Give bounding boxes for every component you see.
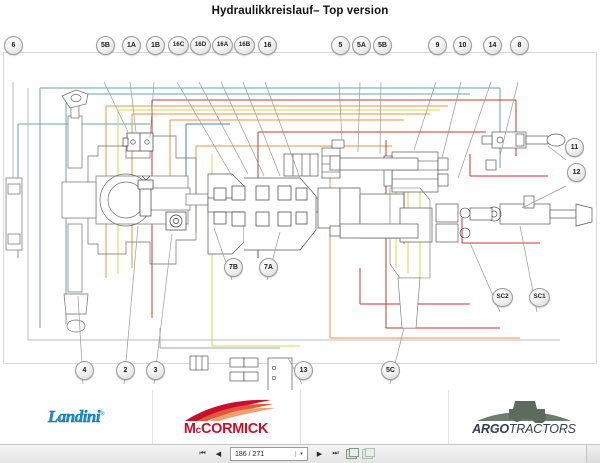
first-page-button[interactable]: ⏮	[196, 447, 209, 461]
callout-3[interactable]: 3	[146, 361, 165, 380]
callout-label: 5	[338, 42, 343, 49]
callout-label: 16D	[194, 41, 207, 49]
callout-2[interactable]: 2	[116, 361, 135, 380]
fit-width-button[interactable]	[361, 447, 375, 461]
callout-10[interactable]: 10	[453, 36, 472, 55]
logo-cell-mccormick: McCORMICK	[152, 390, 301, 444]
mcc-prefix: M	[183, 421, 196, 437]
callout-label: 8	[517, 42, 522, 49]
diagram-sheet: 6 5B 1A 1B 16C 16D 16A 16B 16 5 5A 5B 9 …	[0, 28, 600, 391]
callout-label: 6	[11, 42, 16, 49]
fit-width-icon	[362, 448, 375, 459]
argotractors-logo: ARGOTRACTORS	[459, 397, 589, 437]
callout-5b-2[interactable]: 5B	[373, 36, 392, 55]
callout-sc2[interactable]: SC2	[492, 288, 513, 307]
logo-cell-argotractors: ARGOTRACTORS	[448, 390, 600, 444]
pdf-navigation-toolbar: ⏮ ◀ 186 / 271 ▾ ▶ ⏭	[0, 444, 600, 463]
callout-16c[interactable]: 16C	[168, 36, 189, 55]
tractor-icon	[477, 401, 571, 423]
callout-label: 11	[570, 144, 579, 151]
callout-16a[interactable]: 16A	[212, 36, 233, 55]
callout-7b[interactable]: 7B	[224, 258, 243, 277]
callout-5[interactable]: 5	[331, 36, 350, 55]
footer-logo-bar: Landini® McCORMICK ARG	[0, 390, 600, 444]
callout-16b[interactable]: 16B	[234, 36, 255, 55]
chevron-down-icon[interactable]: ▾	[295, 451, 307, 457]
callout-label: SC2	[496, 293, 509, 301]
callout-label: 13	[299, 367, 308, 374]
logo-cell-landini: Landini®	[0, 390, 153, 444]
callout-label: 16A	[216, 41, 229, 49]
callout-5a[interactable]: 5A	[352, 36, 371, 55]
hydraulic-schematic-artwork	[5, 81, 593, 390]
callout-12[interactable]: 12	[567, 163, 586, 182]
page-number-field[interactable]: 186 / 271 ▾	[230, 447, 308, 461]
last-page-icon: ⏭	[332, 450, 339, 457]
callout-label: 7A	[264, 264, 273, 271]
callout-label: 16B	[238, 41, 251, 49]
next-page-icon: ▶	[316, 451, 323, 458]
argo-bold: ARGO	[472, 422, 509, 436]
callout-label: 12	[572, 169, 581, 176]
callout-label: 5A	[357, 42, 366, 49]
mccormick-logo: McCORMICK	[167, 397, 285, 437]
callout-label: 16	[263, 42, 272, 49]
callout-label: 9	[435, 42, 440, 49]
callout-label: 4	[82, 367, 87, 374]
callout-label: 1B	[151, 42, 160, 49]
callout-13[interactable]: 13	[294, 361, 313, 380]
prev-page-icon: ◀	[215, 451, 222, 458]
callout-label: 10	[458, 42, 467, 49]
argo-light: TRACTORS	[508, 422, 576, 436]
callout-label: 5C	[386, 367, 395, 374]
callout-11[interactable]: 11	[565, 138, 584, 157]
callout-label: 14	[488, 42, 497, 49]
previous-page-button[interactable]: ◀	[212, 447, 225, 461]
callout-9[interactable]: 9	[428, 36, 447, 55]
callout-4[interactable]: 4	[75, 361, 94, 380]
fit-page-button[interactable]	[345, 447, 359, 461]
registered-mark: ®	[100, 411, 105, 418]
callout-1b[interactable]: 1B	[146, 36, 165, 55]
mcc-rest: CORMICK	[200, 421, 269, 437]
callout-label: 7B	[229, 264, 238, 271]
callout-label: 2	[123, 367, 128, 374]
last-page-button[interactable]: ⏭	[329, 447, 342, 461]
mccormick-wordmark: McCORMICK	[167, 421, 285, 437]
callout-6[interactable]: 6	[4, 36, 23, 55]
callout-14[interactable]: 14	[483, 36, 502, 55]
callout-16d[interactable]: 16D	[190, 36, 211, 55]
mccormick-swoosh-icon	[185, 399, 275, 421]
callout-1a[interactable]: 1A	[122, 36, 141, 55]
next-page-button[interactable]: ▶	[313, 447, 326, 461]
vertical-scrollbar-corner[interactable]	[586, 445, 600, 463]
page-number-value: 186 / 271	[235, 450, 265, 458]
callout-8[interactable]: 8	[510, 36, 529, 55]
callout-sc1[interactable]: SC1	[529, 288, 550, 307]
argotractors-wordmark: ARGOTRACTORS	[459, 422, 589, 436]
callout-7a[interactable]: 7A	[259, 258, 278, 277]
first-page-icon: ⏮	[199, 450, 206, 457]
callout-label: SC1	[533, 293, 546, 301]
callout-5c[interactable]: 5C	[381, 361, 400, 380]
callout-label: 16C	[172, 41, 185, 49]
callout-label: 1A	[127, 42, 136, 49]
landini-logo: Landini®	[47, 407, 105, 427]
document-title-bar: Hydraulikkreislauf– Top version	[0, 0, 600, 29]
callout-16[interactable]: 16	[258, 36, 277, 55]
fit-page-icon	[346, 448, 359, 459]
page-navigation-group: ⏮ ◀ 186 / 271 ▾ ▶ ⏭	[196, 446, 375, 462]
logo-cell-empty	[300, 390, 449, 444]
landini-logo-text: Landini	[47, 407, 101, 426]
callout-label: 3	[153, 367, 158, 374]
page-title: Hydraulikkreislauf– Top version	[211, 5, 389, 17]
mcc-mid: c	[195, 425, 202, 436]
callout-label: 5B	[101, 42, 110, 49]
callout-label: 5B	[378, 42, 387, 49]
callout-5b[interactable]: 5B	[96, 36, 115, 55]
